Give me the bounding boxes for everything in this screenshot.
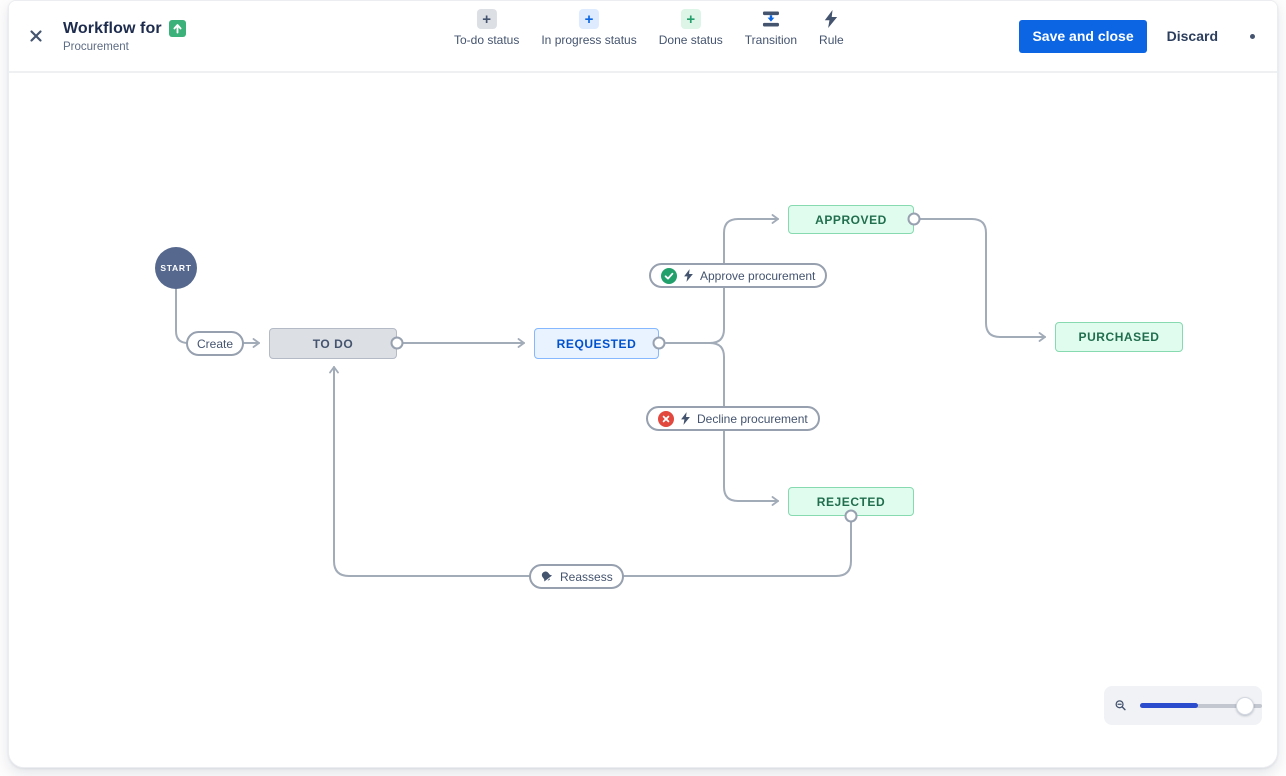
plus-icon: + (579, 9, 600, 29)
add-done-status-button[interactable]: + Done status (659, 9, 723, 47)
add-todo-status-button[interactable]: + To-do status (454, 9, 519, 47)
workflow-canvas[interactable]: START TO DO REQUESTED APPROVED REJECTED … (9, 73, 1277, 767)
toolbar-label: Rule (819, 33, 844, 47)
zoom-slider[interactable] (1139, 696, 1262, 715)
add-inprogress-status-button[interactable]: + In progress status (541, 9, 637, 47)
close-button[interactable] (25, 25, 47, 47)
connection-ports (390, 212, 921, 523)
bell-icon (540, 570, 554, 584)
lightning-icon (821, 9, 841, 29)
title-block: Workflow for Procurement (63, 20, 186, 53)
lightning-icon (683, 269, 694, 282)
transition-label: Create (197, 336, 234, 351)
issue-type-arrow-up-icon (168, 20, 186, 37)
editor-toolbar: + To-do status + In progress status + Do… (454, 9, 844, 47)
zoom-slider-thumb[interactable] (1235, 696, 1254, 715)
transition-label: Reassess (560, 569, 613, 584)
transition-label: Approve procurement (700, 268, 816, 283)
status-node-requested[interactable]: REQUESTED (534, 328, 659, 359)
edge-approved-purchased (919, 218, 1046, 342)
toolbar-label: To-do status (453, 33, 520, 47)
start-node[interactable]: START (155, 247, 197, 289)
close-icon (30, 30, 42, 42)
save-and-close-button[interactable]: Save and close (1019, 19, 1147, 53)
toolbar-label: In progress status (541, 33, 637, 47)
more-indicator-dot (1250, 33, 1255, 39)
zoom-out-icon[interactable] (1115, 696, 1127, 715)
transition-approve-procurement[interactable]: Approve procurement (649, 263, 828, 288)
transition-create[interactable]: Create (186, 331, 245, 356)
add-transition-button[interactable]: Transition (745, 9, 797, 47)
zoom-slider-rail (1139, 703, 1262, 708)
plus-icon: + (476, 9, 497, 29)
check-circle-icon (661, 267, 677, 284)
add-rule-button[interactable]: Rule (819, 9, 844, 47)
discard-button[interactable]: Discard (1161, 28, 1224, 44)
plus-icon: + (680, 9, 701, 29)
transition-label: Decline procurement (697, 411, 808, 426)
status-node-todo[interactable]: TO DO (269, 328, 397, 359)
header-actions: Save and close Discard (1019, 19, 1255, 53)
transition-icon (761, 9, 781, 29)
page-subtitle: Procurement (63, 40, 129, 53)
zoom-control (1104, 686, 1262, 725)
status-node-rejected[interactable]: REJECTED (788, 487, 914, 516)
lightning-icon (680, 412, 691, 425)
workflow-editor-window: Workflow for Procurement + To-do status … (8, 0, 1278, 768)
edge-rejected-todo-loop (329, 366, 852, 577)
x-circle-icon (658, 410, 674, 427)
editor-header: Workflow for Procurement + To-do status … (9, 1, 1277, 73)
toolbar-label: Transition (744, 33, 798, 47)
zoom-slider-fill (1139, 703, 1198, 708)
connector-lines (175, 214, 1046, 577)
transition-decline-procurement[interactable]: Decline procurement (646, 406, 820, 431)
status-node-approved[interactable]: APPROVED (788, 205, 914, 234)
page-title: Workflow for (63, 19, 162, 37)
toolbar-label: Done status (658, 33, 723, 47)
transition-reassess[interactable]: Reassess (529, 564, 624, 589)
status-node-purchased[interactable]: PURCHASED (1055, 322, 1183, 352)
